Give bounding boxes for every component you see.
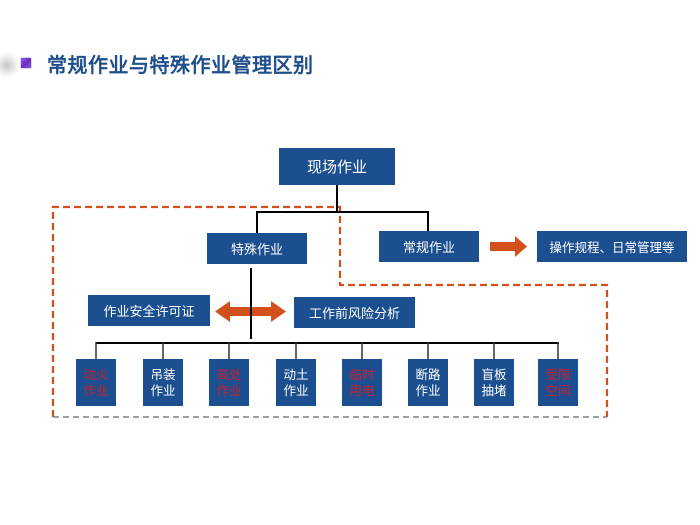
special-type-node: 临时用电: [342, 359, 382, 406]
regular-result-node: 操作规程、日常管理等: [537, 231, 687, 262]
special-type-node: 盲板抽堵: [474, 359, 514, 406]
risk-analysis-node: 工作前风险分析: [294, 297, 415, 328]
special-type-node: 受限空间: [538, 359, 578, 406]
special-type-label: 抽堵: [481, 382, 507, 398]
special-region-border: [51, 205, 609, 417]
special-type-label: 高处: [216, 366, 242, 382]
special-work-node: 特殊作业: [207, 233, 307, 264]
page-title: 常规作业与特殊作业管理区别: [47, 53, 314, 77]
special-type-label: 临时: [349, 366, 375, 382]
special-type-label: 动土: [283, 366, 309, 382]
regular-work-node: 常规作业: [379, 231, 479, 262]
bullet-shadow: [0, 52, 20, 78]
title-bullet-icon: [21, 58, 31, 68]
special-type-node: 动火作业: [76, 359, 116, 406]
special-type-label: 断路: [415, 366, 441, 382]
special-type-label: 受限: [545, 366, 571, 382]
special-type-node: 高处作业: [209, 359, 249, 406]
special-type-label: 作业: [283, 382, 309, 398]
arrow-right-icon: [490, 236, 527, 257]
work-permit-node: 作业安全许可证: [88, 295, 210, 326]
special-type-label: 作业: [415, 382, 441, 398]
special-type-node: 吊装作业: [143, 359, 183, 406]
special-type-node: 断路作业: [408, 359, 448, 406]
root-node: 现场作业: [279, 148, 395, 185]
special-type-label: 吊装: [150, 366, 176, 382]
special-type-label: 空间: [545, 382, 571, 398]
special-type-label: 用电: [349, 382, 375, 398]
special-type-node: 动土作业: [276, 359, 316, 406]
special-type-label: 作业: [83, 382, 109, 398]
special-type-label: 盲板: [481, 366, 507, 382]
special-type-label: 作业: [150, 382, 176, 398]
special-type-label: 动火: [83, 366, 109, 382]
special-type-label: 作业: [216, 382, 242, 398]
